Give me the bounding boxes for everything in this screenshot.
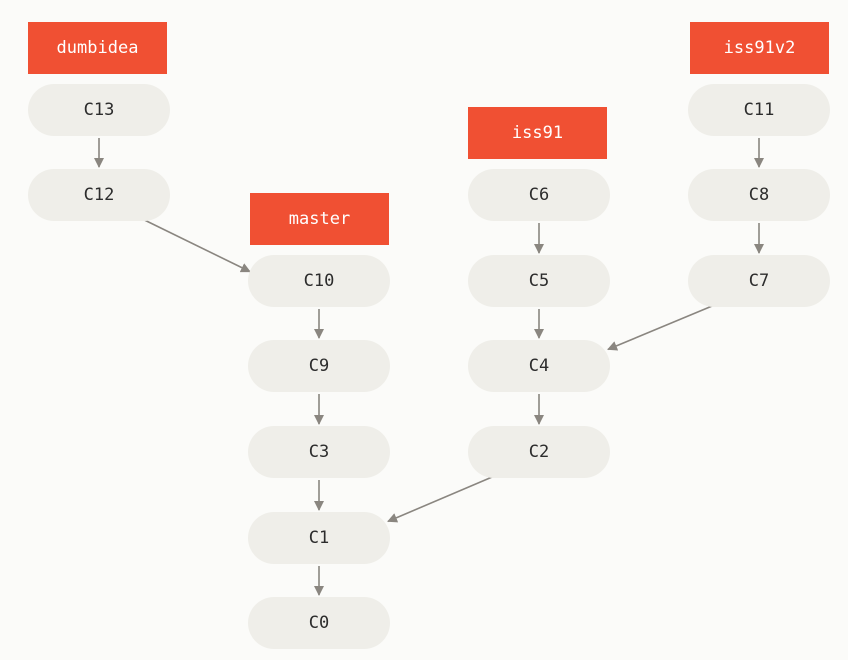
commit-c4[interactable]: C4 — [468, 340, 610, 392]
commit-c10[interactable]: C10 — [248, 255, 390, 307]
commit-c7[interactable]: C7 — [688, 255, 830, 307]
commit-c0[interactable]: C0 — [248, 597, 390, 649]
commit-c6[interactable]: C6 — [468, 169, 610, 221]
branch-iss91v2[interactable]: iss91v2 — [690, 22, 829, 74]
branch-master[interactable]: master — [250, 193, 389, 245]
commit-c8[interactable]: C8 — [688, 169, 830, 221]
commit-c2[interactable]: C2 — [468, 426, 610, 478]
commit-c12[interactable]: C12 — [28, 169, 170, 221]
branch-iss91[interactable]: iss91 — [468, 107, 607, 159]
edge-c12-to-c10 — [144, 219, 251, 273]
commit-c11[interactable]: C11 — [688, 84, 830, 136]
commit-c1[interactable]: C1 — [248, 512, 390, 564]
edge-c7-to-c4 — [607, 305, 713, 351]
edge-c2-to-c1 — [387, 476, 493, 523]
branch-dumbidea[interactable]: dumbidea — [28, 22, 167, 74]
commit-c3[interactable]: C3 — [248, 426, 390, 478]
commit-c5[interactable]: C5 — [468, 255, 610, 307]
commit-c13[interactable]: C13 — [28, 84, 170, 136]
commit-c9[interactable]: C9 — [248, 340, 390, 392]
